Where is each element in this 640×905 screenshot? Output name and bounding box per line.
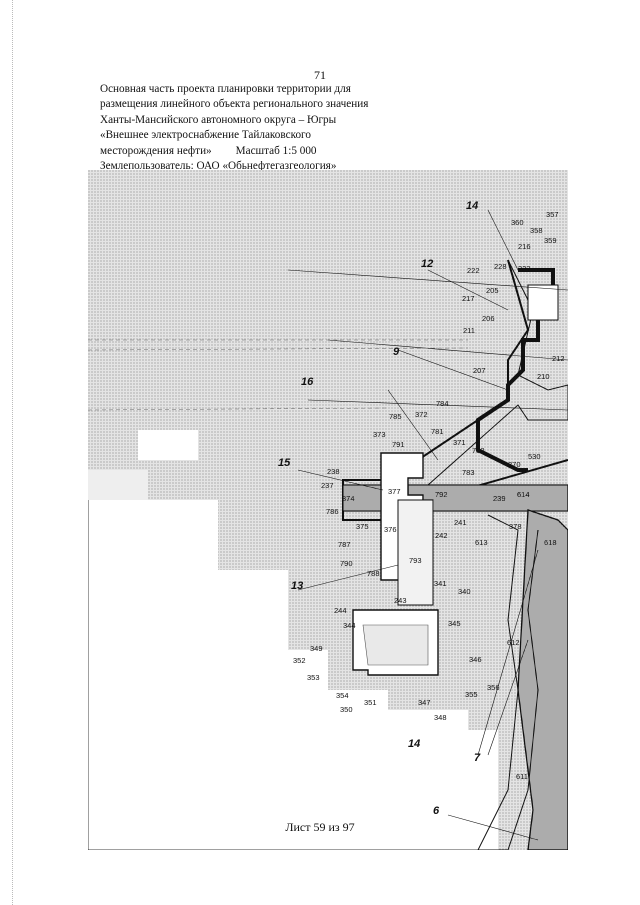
parcel-label: 792 [435, 490, 448, 499]
parcel-label: 781 [431, 427, 444, 436]
parcel-label: 350 [340, 705, 353, 714]
parcel-label: 210 [537, 372, 550, 381]
leader-14-top: 14 [466, 200, 479, 212]
map-frame: 14 12 9 16 15 13 14 7 6 360 357 358 359 … [88, 170, 568, 850]
leader-lines [287, 209, 568, 841]
parcel-label: 371 [453, 438, 466, 447]
parcel-label: 241 [454, 518, 467, 527]
parcel-label: 354 [336, 691, 349, 700]
parcel-label: 378 [509, 522, 522, 531]
parcel-label: 222 [467, 266, 480, 275]
parcel-label: 346 [469, 655, 482, 664]
parcel-label: 788 [367, 569, 380, 578]
leader-7: 7 [474, 752, 481, 764]
upper-building [527, 284, 559, 321]
parcel-label: 793 [409, 556, 422, 565]
parcel-label: 786 [326, 507, 339, 516]
leader-14-bottom: 14 [408, 738, 421, 750]
leader-15: 15 [278, 457, 291, 469]
parcel-label: 372 [415, 410, 428, 419]
parcel-label: 356 [487, 683, 500, 692]
parcel-label: 530 [528, 452, 541, 461]
parcel-label: 358 [530, 226, 543, 235]
parcel-label: 618 [544, 538, 557, 547]
band-edge [477, 514, 539, 850]
parcel-label: 353 [307, 673, 320, 682]
leader-16: 16 [301, 376, 314, 388]
parcel-label: 242 [435, 531, 448, 540]
parcel-label: 237 [321, 481, 334, 490]
header-line-3: Ханты-Мансийского автономного округа – Ю… [100, 113, 337, 126]
parcel-label: 206 [482, 314, 495, 323]
clearing-2 [238, 370, 378, 460]
parcel-label: 349 [310, 644, 323, 653]
parcel-label: 341 [434, 579, 447, 588]
road-corridor [342, 484, 568, 512]
parcel-label: 207 [473, 366, 486, 375]
terrain-gap [88, 470, 148, 500]
scale-text: Масштаб 1:5 000 [235, 144, 317, 157]
parcel-label: 783 [462, 468, 475, 477]
parcel-label: 612 [507, 638, 520, 647]
parcel-label: 345 [448, 619, 461, 628]
parcel-label: 351 [364, 698, 377, 707]
parcel-label: 785 [389, 412, 402, 421]
parcel-label: 243 [394, 596, 407, 605]
leader-13: 13 [291, 580, 304, 592]
parcel-label: 787 [338, 540, 351, 549]
parcel-label: 359 [544, 236, 557, 245]
parcel-label: 360 [511, 218, 524, 227]
leader-12: 12 [421, 258, 434, 270]
header-line-5: месторождения нефти» Масштаб 1:5 000 [100, 144, 430, 159]
document-header: Основная часть проекта планировки террит… [100, 82, 430, 174]
parcel-label: 340 [458, 587, 471, 596]
parcel-label: 238 [327, 467, 340, 476]
parcel-label: 352 [293, 656, 306, 665]
parcel-label: 244 [334, 606, 347, 615]
leader-9: 9 [393, 346, 400, 358]
scan-edge [12, 0, 14, 905]
parcel-label: 211 [463, 326, 475, 335]
parcel-label: 217 [462, 294, 475, 303]
parcel-label: 377 [388, 487, 401, 496]
clearing-1 [138, 430, 198, 460]
header-line-1: Основная часть проекта планировки террит… [100, 83, 351, 95]
sheet-footer: Лист 59 из 97 [285, 820, 355, 834]
parcel-label: 791 [392, 440, 405, 449]
parcel-label: 205 [486, 286, 499, 295]
parcel-label: 223 [518, 264, 531, 273]
parcel-label: 373 [373, 430, 386, 439]
survey-lines [88, 339, 469, 411]
parcel-label: 212 [552, 354, 565, 363]
header-line-6: Землепользователь: ОАО «Обьнефтегазгеоло… [100, 160, 337, 173]
parcel-label: 228 [494, 262, 507, 271]
parcel-label: 348 [434, 713, 447, 722]
parcel-label: 344 [343, 621, 356, 630]
leader-6: 6 [433, 805, 440, 817]
parcel-label: 613 [475, 538, 488, 547]
page-number: 71 [314, 68, 326, 82]
parcel-label: 374 [342, 494, 355, 503]
parcel-label: 782 [472, 446, 485, 455]
parcel-label: 614 [517, 490, 530, 499]
parcel-label: 375 [356, 522, 369, 531]
parcel-label: 376 [384, 525, 397, 534]
map-drawing [88, 170, 568, 850]
header-line-4: «Внешнее электроснабжение Тайлаковского [100, 129, 311, 142]
header-line-2: размещения линейного объекта регионально… [100, 98, 369, 111]
parcel-label: 239 [493, 494, 506, 503]
access-road [397, 499, 434, 606]
parcel-label: 357 [546, 210, 559, 219]
header-line-5-left: месторождения нефти» [100, 144, 212, 157]
parcel-label: 347 [418, 698, 431, 707]
parcel-label: 355 [465, 690, 478, 699]
parcel-label: 216 [518, 242, 531, 251]
parcel-label: 784 [436, 399, 449, 408]
parcel-label: 370 [508, 460, 521, 469]
pad-inner [362, 624, 429, 666]
parcel-label: 611 [516, 772, 528, 781]
parcel-label: 790 [340, 559, 353, 568]
